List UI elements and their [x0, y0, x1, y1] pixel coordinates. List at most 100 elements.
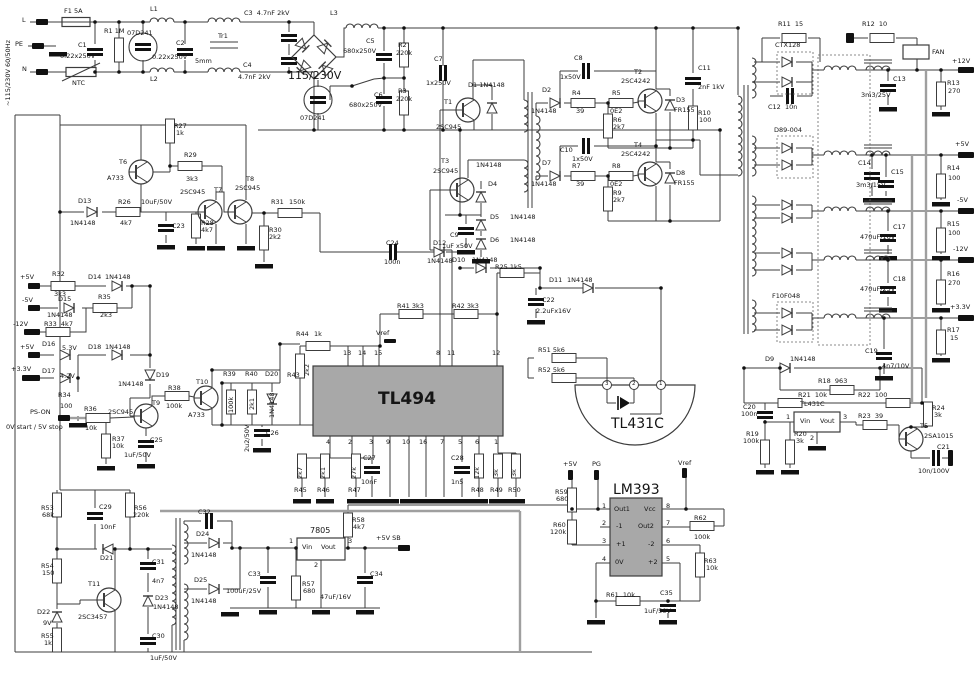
tl494-pin8: 8 [436, 349, 441, 357]
component-label: 1k [44, 639, 52, 647]
component-label: 2nF 1kV [698, 83, 725, 91]
component-label: R43 [287, 371, 300, 379]
component-label: 10uF/50V [141, 198, 173, 206]
component-label: R33 4k7 [44, 320, 73, 328]
component-label: 15 [950, 334, 959, 342]
component-label: 680 [303, 587, 316, 595]
component-label: 2SC945 [108, 408, 134, 416]
component-label: 4.7nF 2kV [238, 73, 271, 81]
component-label: 4k7 [120, 219, 133, 227]
output-minus12v-label: -12V [953, 245, 969, 253]
tl494-pin1: 1 [494, 438, 499, 446]
component-label: R6 [613, 116, 622, 124]
component-label: R4 [572, 89, 581, 97]
component-label: C11 [698, 64, 711, 72]
component-label: 2k7 [613, 196, 626, 204]
component-label: D22 [37, 608, 51, 616]
tl494-pin12: 12 [492, 349, 501, 357]
tl494-pin2: 2 [348, 438, 353, 446]
component-label: C30 [152, 632, 165, 640]
component-label: 10nF [100, 523, 117, 531]
component-label: C12 10n [768, 103, 798, 111]
component-label: R59 [555, 488, 568, 496]
component-label: D12 [433, 239, 447, 247]
component-label: 2k1 [319, 466, 327, 479]
rail-plus5-label: +5V [20, 273, 35, 281]
component-label: C34 [370, 570, 383, 578]
component-label: 680 [556, 495, 569, 503]
component-label: C17 [893, 223, 906, 231]
component-label: R57 [302, 580, 315, 588]
component-label: R58 [352, 516, 365, 524]
component-label: R30 [269, 226, 282, 234]
component-label: 0.22x250V [60, 52, 96, 60]
component-label: R35 [98, 293, 111, 301]
component-label: 5 [666, 555, 671, 563]
component-label: R10 [698, 109, 711, 117]
component-label: A733 [107, 174, 124, 182]
component-label: 100k [227, 396, 235, 413]
component-label: 100 [60, 402, 73, 410]
tl494-pin14: 14 [358, 349, 367, 357]
lm393-in2p: +2 [648, 558, 658, 566]
component-label: D6 [490, 236, 500, 244]
component-label: Vref [678, 459, 692, 467]
component-label: 1n5 [451, 478, 464, 486]
component-label: T7 [214, 186, 223, 194]
component-label: R51 5k6 [538, 346, 565, 354]
ic-7805-label: 7805 [310, 526, 331, 535]
fuse-label: F1 5A [64, 7, 83, 15]
component-label: 470uF/16V [860, 233, 896, 241]
component-label: R31 [271, 198, 284, 206]
component-label: D18 [88, 343, 102, 351]
component-label: +5V [563, 460, 578, 468]
component-label: R60 [553, 521, 566, 529]
ic-tl431c2-label: TL431C [800, 400, 825, 408]
component-label: R63 [704, 557, 717, 565]
component-label: 0.22x250V [152, 53, 188, 61]
component-label: C13 [893, 75, 906, 83]
component-label: C23 [172, 222, 185, 230]
component-label: R44 [296, 330, 309, 338]
component-label: C20 [743, 403, 756, 411]
component-label: R24 [932, 404, 945, 412]
component-label: 1k [176, 129, 184, 137]
mains-voltage-label: ~115/230V 60/50Hz [4, 40, 12, 106]
component-label: T1 [444, 98, 453, 106]
component-label: 220k [396, 49, 413, 57]
component-label: 1N4148 [567, 276, 593, 284]
component-label: 2SC945 [433, 167, 459, 175]
component-label: R18 963 [818, 377, 848, 385]
component-label: R11 15 [778, 20, 804, 28]
component-label: 1k [314, 330, 322, 338]
terminal-line: L [22, 16, 26, 24]
component-label: 5mm [195, 57, 212, 65]
output-minus5v-label: -5V [957, 196, 968, 204]
component-label: R32 [52, 270, 65, 278]
component-label: C31 [152, 558, 165, 566]
component-label: R42 3k3 [452, 302, 479, 310]
component-label: T6 [119, 158, 128, 166]
component-label: C33 [248, 570, 261, 578]
component-label: NTC [72, 79, 85, 87]
component-label: 3k3 [186, 175, 199, 183]
component-label: D16 [42, 340, 56, 348]
component-label: R36 [84, 405, 97, 413]
component-label: C18 [893, 275, 906, 283]
component-label: 100uF/25V [226, 587, 262, 595]
component-label: 5.3V [62, 344, 77, 352]
lm393-in1n: -1 [616, 522, 623, 530]
tl494-pin16: 16 [419, 438, 428, 446]
component-label: C24 [386, 239, 399, 247]
component-label: 2SC945 [180, 188, 206, 196]
component-label: 07D241 [300, 114, 326, 122]
rail-minus12-label: -12V [13, 320, 29, 328]
component-label: D17 [42, 367, 56, 375]
component-label: 2SC4242 [621, 77, 651, 85]
component-label: C32 [198, 508, 211, 516]
component-label: R20 [794, 430, 807, 438]
component-label: R46 [317, 486, 330, 494]
terminal-pe: PE [15, 40, 24, 48]
